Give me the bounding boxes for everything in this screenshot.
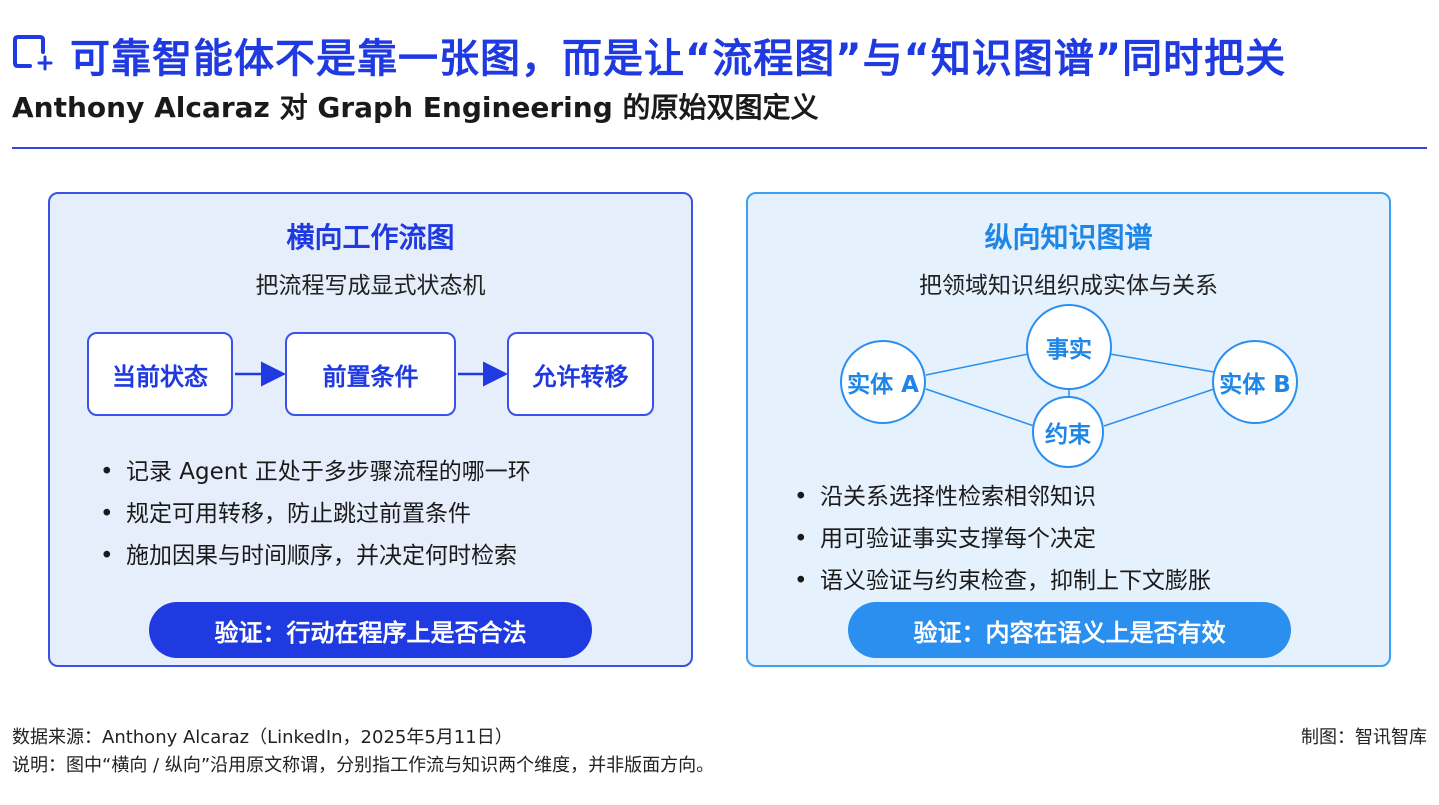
list-item: 用可验证事实支撑每个决定 <box>794 518 1211 560</box>
header-divider <box>12 147 1427 149</box>
step-current-state: 当前状态 <box>87 332 233 416</box>
workflow-graph-panel: 横向工作流图 把流程写成显式状态机 当前状态 前置条件 允许转移 记录 Agen… <box>48 192 693 667</box>
knowledge-bullet-list: 沿关系选择性检索相邻知识 用可验证事实支撑每个决定 语义验证与约束检查，抑制上下… <box>794 476 1211 602</box>
list-item: 施加因果与时间顺序，并决定何时检索 <box>100 535 531 577</box>
edge-constraint-entityB <box>1103 388 1215 427</box>
node-entity-a: 实体 A <box>840 340 926 424</box>
workflow-panel-title: 横向工作流图 <box>286 221 455 254</box>
edge-fact-entityB <box>1109 353 1215 373</box>
node-entity-b: 实体 B <box>1212 340 1298 424</box>
knowledge-graph-panel: 纵向知识图谱 把领域知识组织成实体与关系 实体 A 事实 约束 实体 B 沿关系… <box>746 192 1391 667</box>
edge-entityA-constraint <box>925 388 1035 427</box>
workflow-bullet-list: 记录 Agent 正处于多步骤流程的哪一环 规定可用转移，防止跳过前置条件 施加… <box>100 451 531 577</box>
step-allowed-transition: 允许转移 <box>507 332 654 416</box>
knowledge-graph-edges <box>925 353 1215 427</box>
node-fact: 事实 <box>1026 304 1112 390</box>
step-precondition: 前置条件 <box>285 332 456 416</box>
workflow-arrows <box>235 361 508 387</box>
workflow-verify-badge: 验证：行动在程序上是否合法 <box>149 602 592 658</box>
workflow-panel-subtitle: 把流程写成显式状态机 <box>255 273 486 299</box>
list-item: 沿关系选择性检索相邻知识 <box>794 476 1211 518</box>
page-title: 可靠智能体不是靠一张图，而是让“流程图”与“知识图谱”同时把关 <box>70 36 1287 82</box>
knowledge-panel-subtitle: 把领域知识组织成实体与关系 <box>919 273 1218 299</box>
page-subtitle: Anthony Alcaraz 对 Graph Engineering 的原始双… <box>12 91 819 124</box>
footer-source: 数据来源：Anthony Alcaraz（LinkedIn，2025年5月11日… <box>12 727 513 748</box>
knowledge-verify-badge: 验证：内容在语义上是否有效 <box>848 602 1291 658</box>
footer-credit: 制图：智讯智库 <box>1301 727 1427 748</box>
list-item: 规定可用转移，防止跳过前置条件 <box>100 493 531 535</box>
edge-entityA-fact <box>925 353 1029 376</box>
list-item: 记录 Agent 正处于多步骤流程的哪一环 <box>100 451 531 493</box>
list-item: 语义验证与约束检查，抑制上下文膨胀 <box>794 560 1211 602</box>
footer-note: 说明：图中“横向 / 纵向”沿用原文称谓，分别指工作流与知识两个维度，并非版面方… <box>12 755 715 776</box>
node-constraint: 约束 <box>1032 396 1104 468</box>
doc-plus-icon <box>12 34 56 74</box>
knowledge-panel-title: 纵向知识图谱 <box>984 221 1153 254</box>
